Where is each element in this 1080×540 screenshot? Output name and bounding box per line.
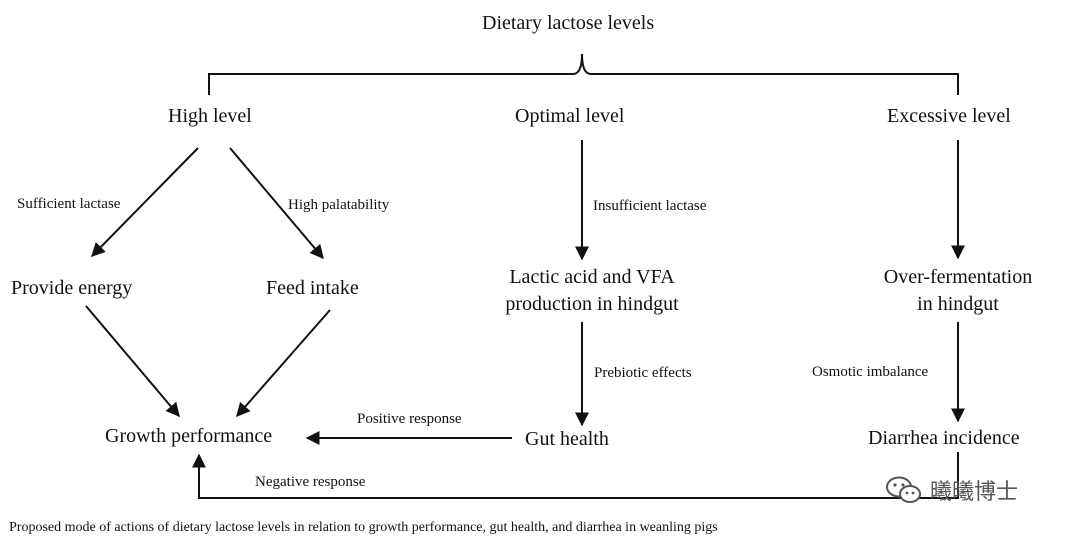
figure-caption: Proposed mode of actions of dietary lact… [9, 520, 718, 535]
node-growth-performance: Growth performance [105, 425, 273, 447]
node-lactic-acid: Lactic acid and VFA production in hindgu… [482, 264, 702, 318]
node-over-fermentation: Over-fermentation in hindgut [858, 264, 1058, 318]
watermark-text: 曦曦博士 [930, 480, 1019, 505]
node-feed-intake: Feed intake [266, 277, 359, 299]
arrow-high-to-feed [229, 147, 324, 260]
node-optimal-level: Optimal level [515, 105, 625, 127]
node-lactic-acid-line1: Lactic acid and VFA [509, 266, 675, 288]
level-brace [208, 53, 959, 95]
watermark: 曦曦博士 [884, 474, 1018, 506]
edge-label-positive-response: Positive response [357, 411, 462, 427]
arrow-energy-to-growth [85, 305, 180, 418]
arrow-diarrhea-to-growth [192, 452, 959, 499]
node-high-level: High level [168, 105, 252, 127]
edge-label-sufficient-lactase: Sufficient lactase [17, 196, 121, 212]
edge-label-negative-response: Negative response [255, 474, 366, 490]
arrow-feed-to-growth [236, 309, 331, 418]
edge-label-osmotic-imbalance: Osmotic imbalance [812, 364, 929, 380]
edge-label-high-palatability: High palatability [288, 197, 390, 213]
wechat-icon [886, 476, 921, 503]
node-over-fermentation-line2: in hindgut [917, 293, 999, 315]
node-lactic-acid-line2: production in hindgut [505, 293, 679, 315]
node-excessive-level: Excessive level [887, 105, 1011, 127]
node-over-fermentation-line1: Over-fermentation [883, 266, 1033, 288]
node-gut-health: Gut health [525, 428, 609, 450]
node-diarrhea-incidence: Diarrhea incidence [868, 427, 1020, 449]
edge-label-insufficient-lactase: Insufficient lactase [593, 198, 707, 214]
arrow-high-to-energy [91, 147, 199, 257]
edge-label-prebiotic-effects: Prebiotic effects [594, 365, 692, 381]
node-provide-energy: Provide energy [11, 277, 133, 299]
diagram-title: Dietary lactose levels [482, 12, 655, 34]
